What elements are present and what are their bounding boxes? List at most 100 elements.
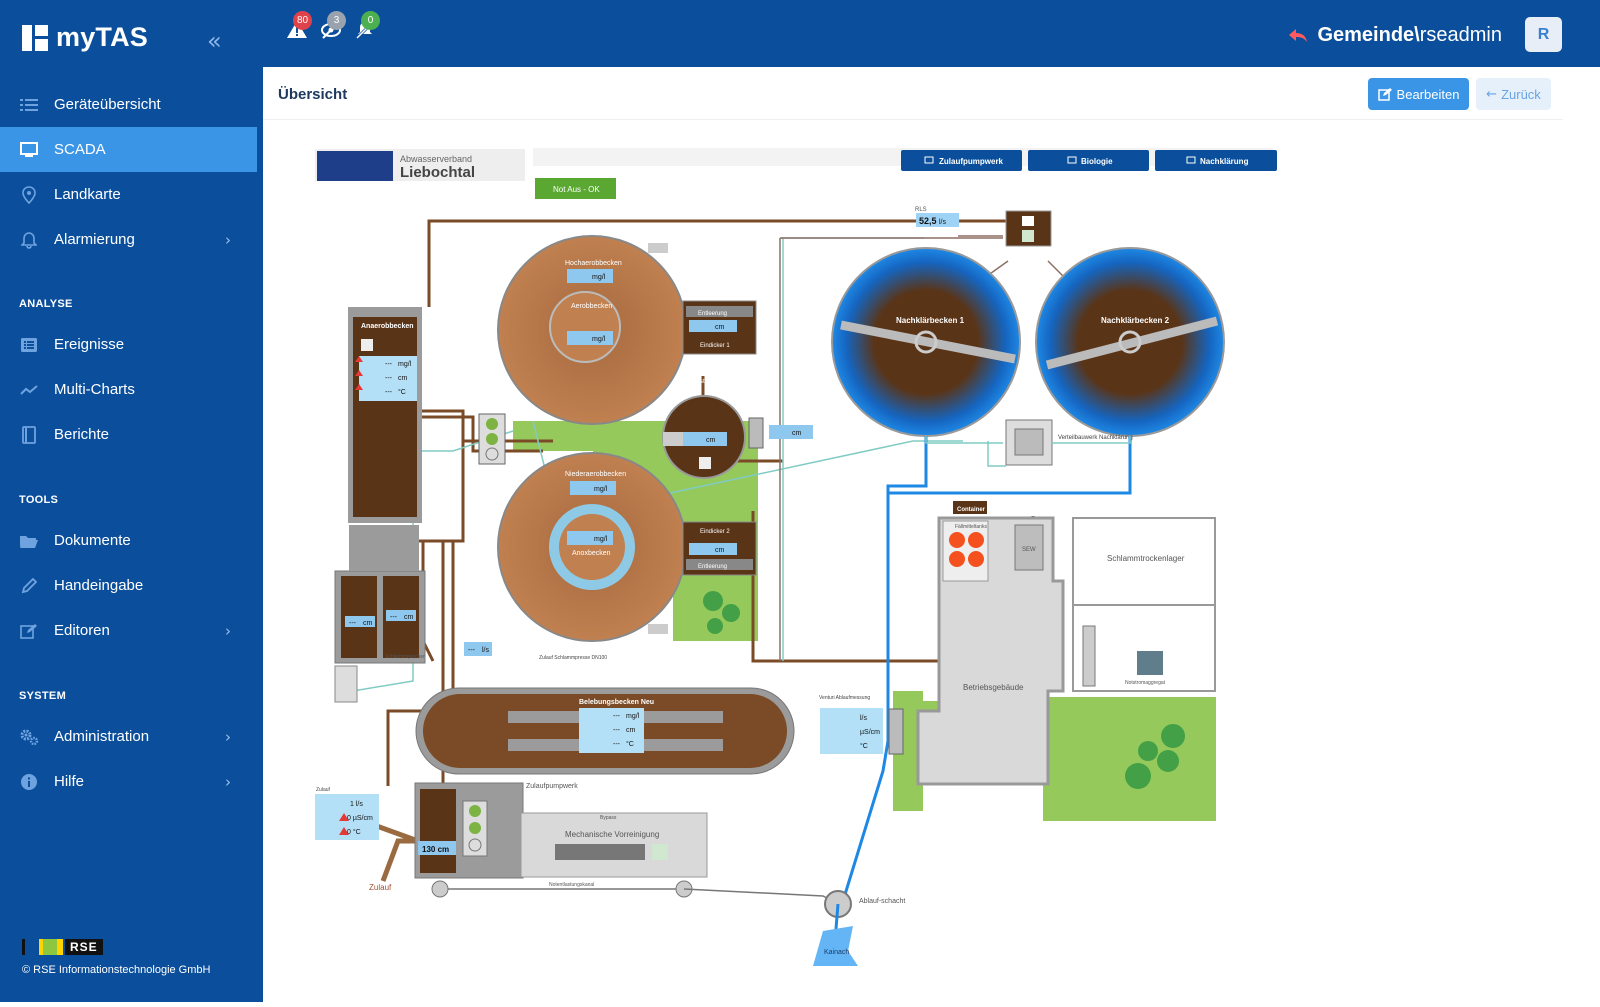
sidebar-item-dokumente[interactable]: Dokumente xyxy=(0,518,257,563)
niederaerobbecken[interactable]: Niederaerobbecken mg/l mg/l Anoxbecken xyxy=(497,452,687,642)
sidebar-item-berichte[interactable]: Berichte xyxy=(0,412,257,457)
monitor-icon xyxy=(0,141,54,158)
sidebar-item-ereignisse[interactable]: Ereignisse xyxy=(0,322,257,367)
edit-label: Bearbeiten xyxy=(1396,86,1460,102)
anaerobbecken[interactable]: Anaerobbecken --- mg/l --- cm --- °C xyxy=(348,307,422,523)
info-circle-icon xyxy=(0,773,54,791)
zulaufpumpwerk[interactable]: 130 cm Zulaufpumpwerk xyxy=(414,782,578,879)
presse-flow-display[interactable]: --- l/s xyxy=(464,642,492,656)
logout-arrow-icon xyxy=(1289,28,1308,42)
app-logo[interactable]: myTAS xyxy=(22,22,148,53)
hochaerobbecken[interactable]: Hochaerobbecken mg/l Aerobbecken mg/l xyxy=(497,235,687,425)
sidebar-footer: RSE © RSE Informationstechnologie GmbH xyxy=(22,938,210,976)
not-aus-status[interactable]: Not Aus - OK xyxy=(535,178,616,199)
events-list-icon xyxy=(0,337,54,353)
edit-button[interactable]: Bearbeiten xyxy=(1368,78,1469,110)
bell-icon xyxy=(0,231,54,249)
nav-nachklaerung-button[interactable]: Nachklärung xyxy=(1155,150,1277,171)
schlammspeicher[interactable]: --- cm --- cm Schlammspeicher xyxy=(334,570,426,664)
collapse-sidebar-icon[interactable]: « xyxy=(207,27,222,55)
eindicker-2[interactable]: Eindicker 2 cm Entleerung xyxy=(682,521,757,576)
alarm-count-badge: 80 xyxy=(293,11,313,30)
nav-biologie-button[interactable]: Biologie xyxy=(1028,150,1149,171)
sidebar-item-label: Landkarte xyxy=(54,186,121,203)
sidebar: myTAS « Geräteübersicht SCADA Landkarte … xyxy=(0,0,263,1002)
org-small: Abwasserverband xyxy=(400,154,472,164)
nachklaerbecken-2[interactable]: Nachklärbecken 2 xyxy=(1035,247,1225,437)
nav-label: Zulaufpumpwerk xyxy=(939,157,1004,166)
page-header: Übersicht Bearbeiten ← Zurück xyxy=(263,67,1563,120)
anaerob-label: Anaerobbecken xyxy=(361,323,414,330)
sidebar-item-editoren[interactable]: Editoren › xyxy=(0,608,257,653)
sidebar-item-scada[interactable]: SCADA xyxy=(0,127,257,172)
alarm-warning-button[interactable]: 80 xyxy=(286,11,313,45)
trees xyxy=(703,591,1185,789)
speicher1-dash: --- xyxy=(349,620,357,627)
sidebar-item-administration[interactable]: Administration › xyxy=(0,714,257,759)
belebungsbecken-neu[interactable]: Belebungsbecken Neu --- mg/l --- cm --- … xyxy=(415,687,795,775)
avatar[interactable]: R xyxy=(1525,17,1562,52)
container-label: Container xyxy=(957,507,986,513)
line-chart-icon xyxy=(0,384,54,396)
entleerung-label: Entleerung xyxy=(698,311,727,317)
nachklaerbecken-1[interactable]: Nachklärbecken 1 xyxy=(831,247,1021,437)
biology-pumps[interactable] xyxy=(478,413,506,465)
warning-icons xyxy=(355,356,363,390)
rls-unit: l/s xyxy=(939,219,947,226)
valve-box-left xyxy=(334,665,358,703)
verteil-label: Verteilbauwerk Nachklärung xyxy=(1058,435,1133,441)
stab-level-display[interactable]: cm xyxy=(769,425,813,439)
mechanische-vorreinigung[interactable]: Bypass Mechanische Vorreinigung xyxy=(520,812,708,878)
eindicker1-unit: cm xyxy=(715,324,725,331)
container[interactable]: Container xyxy=(953,501,987,514)
pump-icon xyxy=(1022,230,1034,242)
venturi-unit-1: l/s xyxy=(860,715,868,722)
sidebar-item-label: Ereignisse xyxy=(54,336,125,353)
notentl-label: Notentlastungskanal xyxy=(549,882,594,888)
copyright: © RSE Informationstechnologie GmbH xyxy=(22,964,211,976)
sidebar-item-multi-charts[interactable]: Multi-Charts xyxy=(0,367,257,412)
sidebar-item-handeingabe[interactable]: Handeingabe xyxy=(0,563,257,608)
user-info[interactable]: Gemeinde\rseadmin xyxy=(1287,24,1502,47)
belebung-unit-3: °C xyxy=(626,740,634,748)
hochaero-unit: mg/l xyxy=(592,274,606,281)
sludge-lines xyxy=(779,237,1003,661)
schlammstabilisierung[interactable]: cm xyxy=(662,395,746,479)
sidebar-item-landkarte[interactable]: Landkarte xyxy=(0,172,257,217)
venturi-display[interactable]: l/s µS/cm °C xyxy=(820,708,883,754)
nk2-label: Nachklärbecken 2 xyxy=(1101,316,1170,325)
manhole-1 xyxy=(431,880,449,898)
eindicker-1[interactable]: Entleerung cm Eindicker 1 xyxy=(682,300,757,355)
sidebar-item-hilfe[interactable]: Hilfe › xyxy=(0,759,257,804)
rls-flow-display[interactable]: 52,5 l/s xyxy=(916,213,959,227)
trockenlager-label: Schlammtrockenlager xyxy=(1107,554,1185,563)
back-button[interactable]: ← Zurück xyxy=(1476,78,1551,110)
hidden-alarms-button[interactable]: 3 xyxy=(320,11,346,45)
anox-label: Anoxbecken xyxy=(572,550,611,557)
speicher2-dash: --- xyxy=(390,614,398,621)
anox-unit: mg/l xyxy=(594,536,608,543)
nk1-label: Nachklärbecken 1 xyxy=(896,316,965,325)
belebung-unit-1: mg/l xyxy=(626,713,640,720)
muted-alarms-button[interactable]: 0 xyxy=(354,11,380,45)
presse-dash: --- xyxy=(468,647,476,654)
zulauf-display[interactable]: 1 l/s 0 µS/cm 0 °C xyxy=(315,794,379,840)
section-analyse: ANALYSE xyxy=(19,298,73,310)
sidebar-item-geraeteuebersicht[interactable]: Geräteübersicht xyxy=(0,82,257,127)
stab-unit: cm xyxy=(706,437,716,444)
folder-open-icon xyxy=(0,533,54,549)
verteilbauwerk[interactable] xyxy=(1005,419,1053,466)
sidebar-item-alarmierung[interactable]: Alarmierung › xyxy=(0,217,257,262)
nav-zulaufpumpwerk-button[interactable]: Zulaufpumpwerk xyxy=(901,150,1022,171)
ablauf-channel xyxy=(683,888,839,905)
zulauf-flow: 1 l/s xyxy=(350,801,363,808)
speicher1-unit: cm xyxy=(363,620,373,627)
rls-pump[interactable] xyxy=(1005,210,1052,247)
aerob-unit: mg/l xyxy=(592,336,606,343)
betriebsgebaeude[interactable]: Betriebsgebäude SEW Fällmitteltanks xyxy=(916,516,1065,786)
schlammtrockenlager[interactable]: Schlammtrockenlager Notstromaggregat xyxy=(1072,517,1216,692)
ablauf-label: Ablauf-schacht xyxy=(859,898,905,905)
kainach-river: Kainach xyxy=(813,926,858,966)
zulauf-small-label: Zulauf xyxy=(316,787,331,793)
belebung-unit-2: cm xyxy=(626,727,636,734)
